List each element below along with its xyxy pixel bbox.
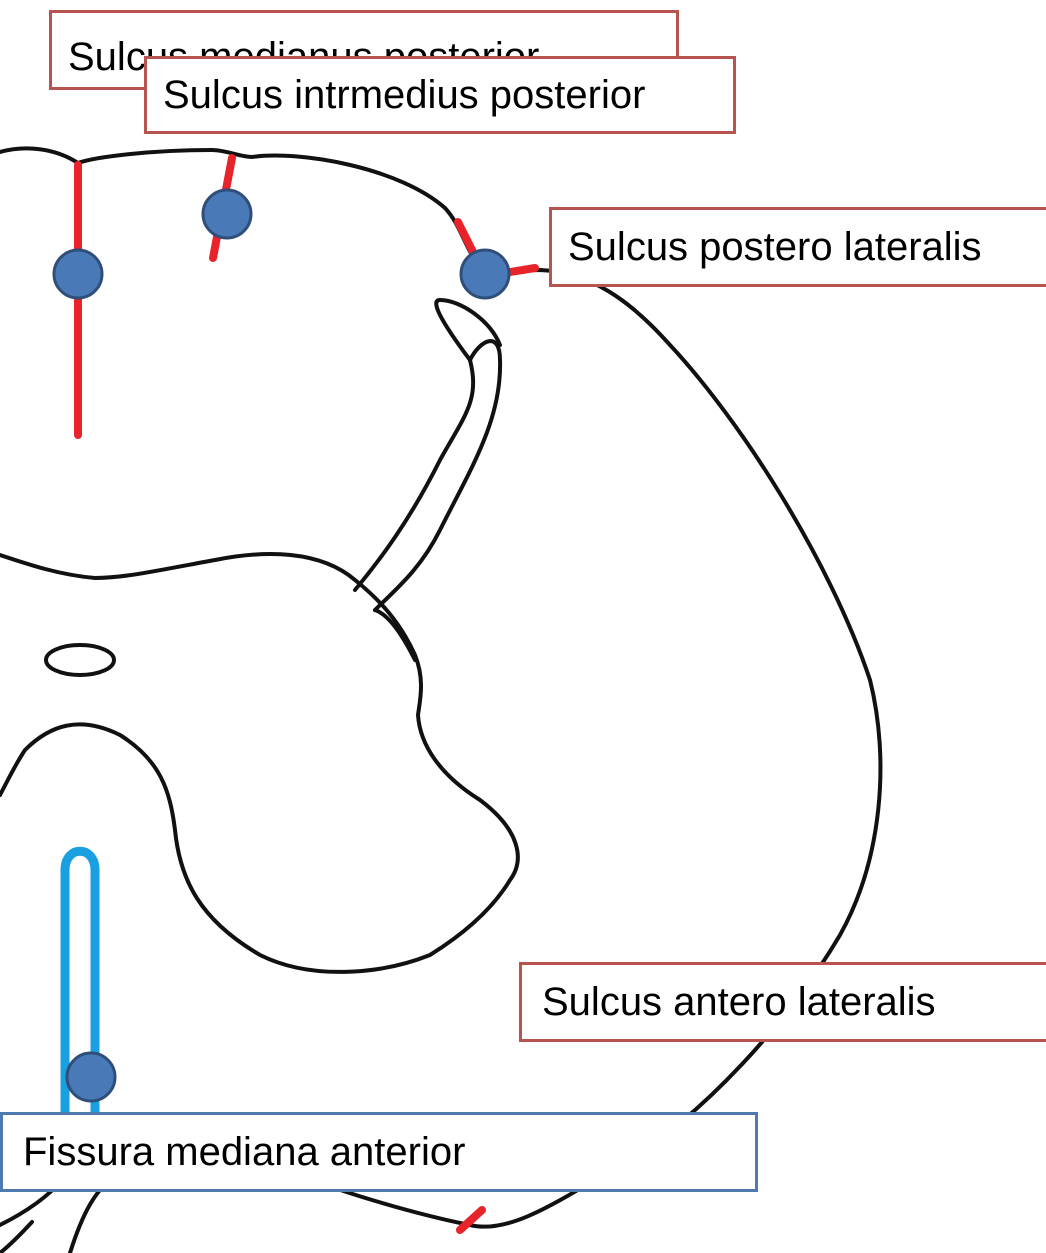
point-fissura-mediana-anterior <box>67 1053 115 1101</box>
label-text: Sulcus postero lateralis <box>568 227 982 267</box>
point-intermedius-posterior <box>203 190 251 238</box>
label-fissura-mediana-anterior: Fissura mediana anterior <box>0 1112 758 1192</box>
point-medianus-posterior <box>54 250 102 298</box>
central-canal <box>46 645 114 675</box>
label-sulcus-intermedius-posterior: Sulcus intrmedius posterior <box>144 56 736 134</box>
point-postero-lateralis <box>461 250 509 298</box>
label-text: Fissura mediana anterior <box>23 1132 465 1172</box>
outer-outline-left-bottom <box>0 1222 32 1253</box>
grey-arm-outline <box>355 341 500 610</box>
posterior-horn-upper <box>436 300 500 360</box>
label-text: Sulcus antero lateralis <box>542 982 936 1022</box>
label-text: Sulcus intrmedius posterior <box>163 75 645 115</box>
label-sulcus-antero-lateralis: Sulcus antero lateralis <box>519 962 1046 1042</box>
label-sulcus-postero-lateralis: Sulcus postero lateralis <box>549 207 1046 287</box>
